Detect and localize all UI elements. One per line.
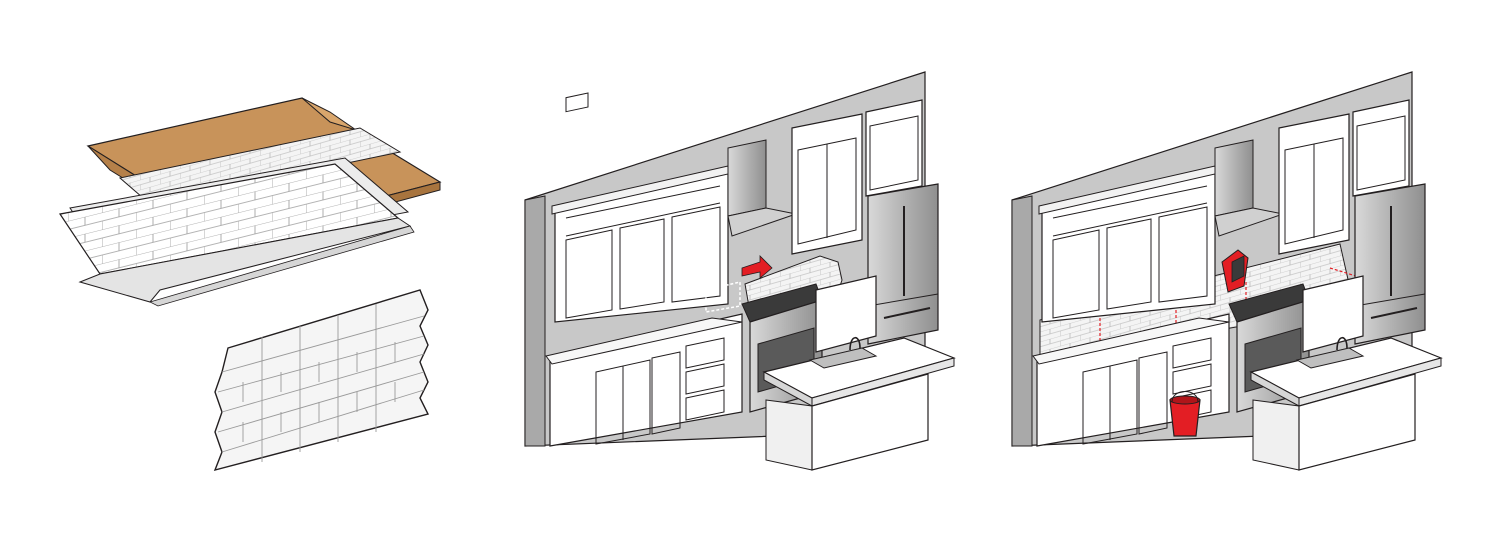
refrigerator [867,183,939,345]
lower-cabinets [545,275,877,447]
faucet [1336,336,1348,351]
kitchen-island [1249,336,1443,471]
tile-box-panel [58,97,442,472]
range-hood [727,139,798,237]
grout-float-icon [1221,249,1249,293]
upper-cabinets-right [791,99,923,255]
sink [1295,347,1365,369]
upper-cabinets-left [1038,165,1216,323]
kitchen-before-panel [524,71,956,471]
upper-cabinets-left [551,92,729,323]
sink [808,347,878,369]
wall-edge [524,195,546,447]
upper-cabinets-right [1278,99,1410,255]
single-tile-sheet [213,289,430,472]
kitchen-after-panel [1011,71,1443,471]
refrigerator [1354,183,1426,345]
range-hood [1214,139,1285,237]
arrow-icon [741,255,773,279]
tile-sheets-stack [58,127,415,307]
kitchen-island [762,336,956,471]
bucket-icon [1169,391,1201,437]
faucet [849,336,861,351]
wall-edge [1011,195,1033,447]
